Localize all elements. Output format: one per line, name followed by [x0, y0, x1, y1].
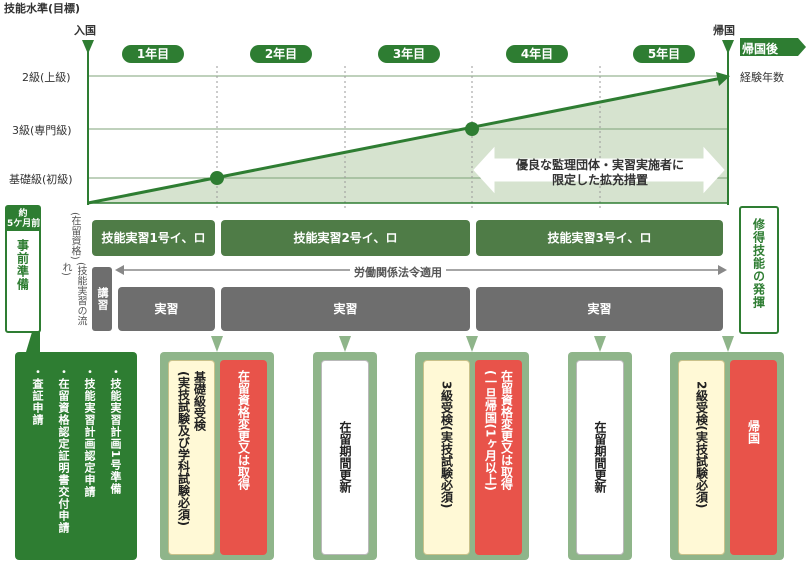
panel-4-renew-box: 在留期間更新 — [576, 360, 624, 555]
panel-1-exam-box: 基礎級受検 (実技試験及び学科試験必須) — [168, 360, 215, 555]
skill-graph — [82, 38, 806, 210]
flow-side-label: (技能実習の流れ) — [60, 262, 86, 326]
practice-bar-1: 実習 — [118, 287, 215, 331]
return-marker-icon — [722, 40, 734, 54]
experience-years-label: 経験年数 — [740, 71, 784, 84]
year-3: 3年目 — [378, 45, 440, 63]
panel-4-renew-text: 在留期間更新 — [593, 421, 607, 493]
after-return-label: 帰国後 — [742, 42, 779, 56]
milestone-dot-basic — [210, 171, 224, 185]
level-label-2: 2級(上級) — [22, 71, 71, 84]
labor-law-label: 労働関係法令適用 — [350, 264, 446, 280]
panel-2-renew-text: 在留期間更新 — [338, 421, 352, 493]
panel-3-exam-text: 3級受検(実技試験必須) — [439, 381, 454, 509]
prep-box: 約 5ケ月前 事前準備 — [5, 205, 41, 333]
prep-item-1: ・技能実習計画1号準備 — [109, 366, 122, 495]
prep-item-4: ・査証申請 — [31, 366, 44, 426]
pointer-4-icon — [594, 336, 606, 352]
return-label: 帰国 — [713, 24, 735, 37]
prep-period: 約 5ケ月前 — [7, 207, 41, 231]
entry-label: 入国 — [74, 24, 96, 37]
prep-pointer-icon — [26, 332, 40, 352]
milestone-dot-3 — [465, 122, 479, 136]
prep-items-panel: ・技能実習計画1号準備 ・技能実習計画認定申請 ・在留資格認定証明書交付申請 ・… — [15, 352, 137, 560]
labor-law-arrow-right-icon — [718, 265, 727, 275]
axis-title: 技能水準(目標) — [4, 2, 81, 15]
after-return-arrow-icon — [740, 38, 806, 56]
year-4: 4年目 — [506, 45, 568, 63]
entry-marker-icon — [82, 40, 94, 54]
expansion-note: 優良な監理団体・実習実施者に 限定した拡充措置 — [515, 158, 684, 187]
panel-5-exam-text: 2級受検(実技試験必須) — [694, 381, 709, 509]
pointer-1-icon — [211, 336, 223, 352]
prep-item-3: ・在留資格認定証明書交付申請 — [57, 366, 70, 534]
panel-3-status-box: 在留資格変更又は取得 (一旦帰国(1ヶ月以上) — [475, 360, 522, 555]
panel-pointers — [26, 332, 734, 352]
practice-bar-3: 実習 — [476, 287, 723, 331]
pointer-3-icon — [466, 336, 478, 352]
level-label-3: 3級(専門級) — [12, 124, 72, 137]
status-side-label: (在留資格) — [69, 212, 80, 260]
expansion-arrow-icon — [473, 146, 725, 194]
year-2: 2年目 — [250, 45, 312, 63]
prep-label: 事前準備 — [15, 239, 30, 291]
mastery-label: 修得技能の発揮 — [751, 218, 766, 309]
panel-1-status-text: 在留資格変更又は取得 — [236, 370, 251, 490]
labor-law-arrow-left-icon — [115, 265, 124, 275]
status-bar-3: 技能実習3号イ、ロ — [476, 220, 723, 256]
prep-item-2: ・技能実習計画認定申請 — [83, 366, 96, 498]
lecture-label: 講習 — [96, 287, 109, 311]
status-bar-1: 技能実習1号イ、ロ — [92, 220, 215, 256]
panel-2-renew-box: 在留期間更新 — [321, 360, 369, 555]
panel-5-return-box: 帰国 — [730, 360, 777, 555]
year-5: 5年目 — [633, 45, 695, 63]
panel-5-return-text: 帰国 — [746, 420, 761, 444]
panel-1-exam-text: 基礎級受検 (実技試験及び学科試験必須) — [176, 371, 207, 526]
panel-5-exam-box: 2級受検(実技試験必須) — [678, 360, 725, 555]
growth-line — [87, 76, 723, 205]
level-label-basic: 基礎級(初級) — [9, 173, 73, 186]
status-bar-2: 技能実習2号イ、ロ — [221, 220, 470, 256]
mastery-box: 修得技能の発揮 — [739, 206, 779, 334]
panel-1-status-box: 在留資格変更又は取得 — [220, 360, 267, 555]
year-1: 1年目 — [122, 45, 184, 63]
pointer-5-icon — [722, 336, 734, 352]
lecture-box: 講習 — [92, 267, 112, 331]
panel-3-status-text: 在留資格変更又は取得 (一旦帰国(1ヶ月以上) — [483, 370, 514, 491]
practice-bar-2: 実習 — [221, 287, 470, 331]
growth-arrow-icon — [716, 72, 730, 86]
pointer-2-icon — [339, 336, 351, 352]
panel-3-exam-box: 3級受検(実技試験必須) — [423, 360, 470, 555]
